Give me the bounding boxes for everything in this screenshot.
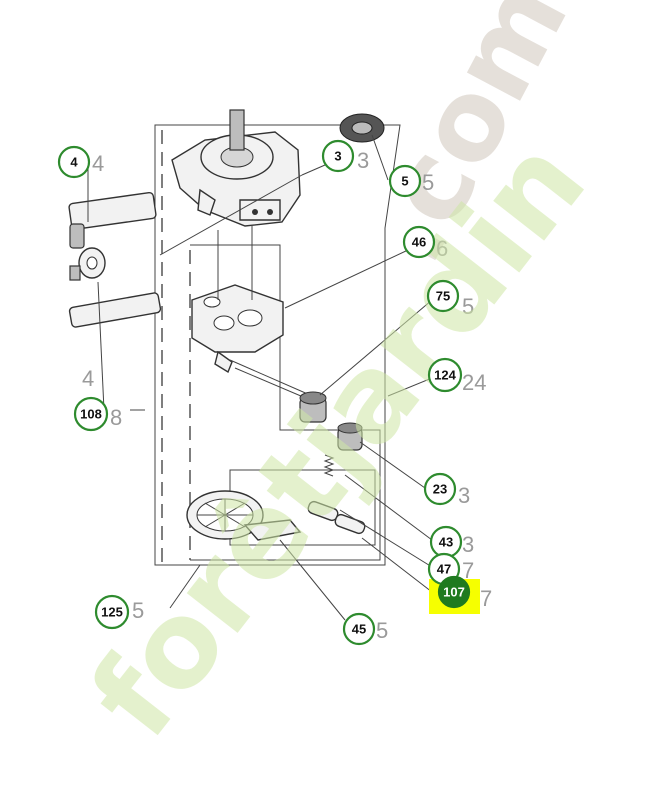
ghost-label: 5 (132, 598, 144, 623)
callout-75[interactable]: 75 (426, 279, 460, 313)
callout-label: 108 (80, 407, 102, 422)
spring (323, 454, 335, 477)
ghost-label: 5 (376, 618, 388, 643)
callout-124[interactable]: 124 (427, 357, 463, 393)
callout-5[interactable]: 5 (388, 164, 422, 198)
nut-left (69, 265, 81, 281)
valve-75 (299, 391, 327, 423)
ghost-label: 4 (92, 151, 104, 176)
filter-disc (186, 490, 302, 541)
tube-small (307, 500, 366, 535)
ghost-label: 5 (422, 170, 434, 195)
callout-label: 23 (433, 482, 447, 497)
callout-label: 45 (352, 622, 366, 637)
callout-3[interactable]: 3 (321, 139, 355, 173)
drive-shaft (68, 191, 162, 328)
ghost-label: 3 (357, 148, 369, 173)
callout-label: 124 (434, 368, 456, 383)
gear-housing (171, 109, 301, 227)
callout-4[interactable]: 4 (57, 145, 91, 179)
washer (78, 247, 106, 279)
callout-label: 125 (101, 605, 123, 620)
ghost-label: 7 (480, 586, 492, 611)
ghost-label: 4 (82, 366, 94, 391)
callouts: 4 3 5 46 75 124 108 23 43 47 107 (57, 139, 471, 646)
callout-label: 43 (439, 535, 453, 550)
inner-frame (190, 244, 381, 561)
ghost-label: 6 (436, 236, 448, 261)
callout-125[interactable]: 125 (94, 594, 130, 630)
ghost-label: 24 (462, 370, 486, 395)
callout-label: 75 (436, 289, 450, 304)
callout-label: 47 (437, 562, 451, 577)
callout-108[interactable]: 108 (73, 396, 109, 432)
ghost-label: 5 (462, 294, 474, 319)
callout-46[interactable]: 46 (402, 225, 436, 259)
callout-43[interactable]: 43 (429, 525, 463, 559)
leader-lines (87, 134, 433, 621)
callout-label: 3 (334, 149, 341, 164)
callout-label: 46 (412, 235, 426, 250)
callout-45[interactable]: 45 (342, 612, 376, 646)
bearing-top (339, 113, 385, 143)
pump-plate (191, 284, 284, 374)
ghost-labels: 4 3 5 6 5 24 4 8 3 3 7 7 5 5 (82, 148, 492, 643)
ghost-label: 7 (462, 558, 474, 583)
ghost-label: 3 (458, 483, 470, 508)
pipe-a (229, 359, 311, 396)
callout-label: 5 (401, 174, 408, 189)
ghost-label: 3 (462, 532, 474, 557)
callout-107[interactable]: 107 (437, 575, 471, 609)
callout-23[interactable]: 23 (423, 472, 457, 506)
valve-23 (337, 422, 363, 451)
callout-label: 4 (70, 155, 78, 170)
ghost-label: 8 (110, 405, 122, 430)
callout-label: 107 (443, 585, 465, 600)
